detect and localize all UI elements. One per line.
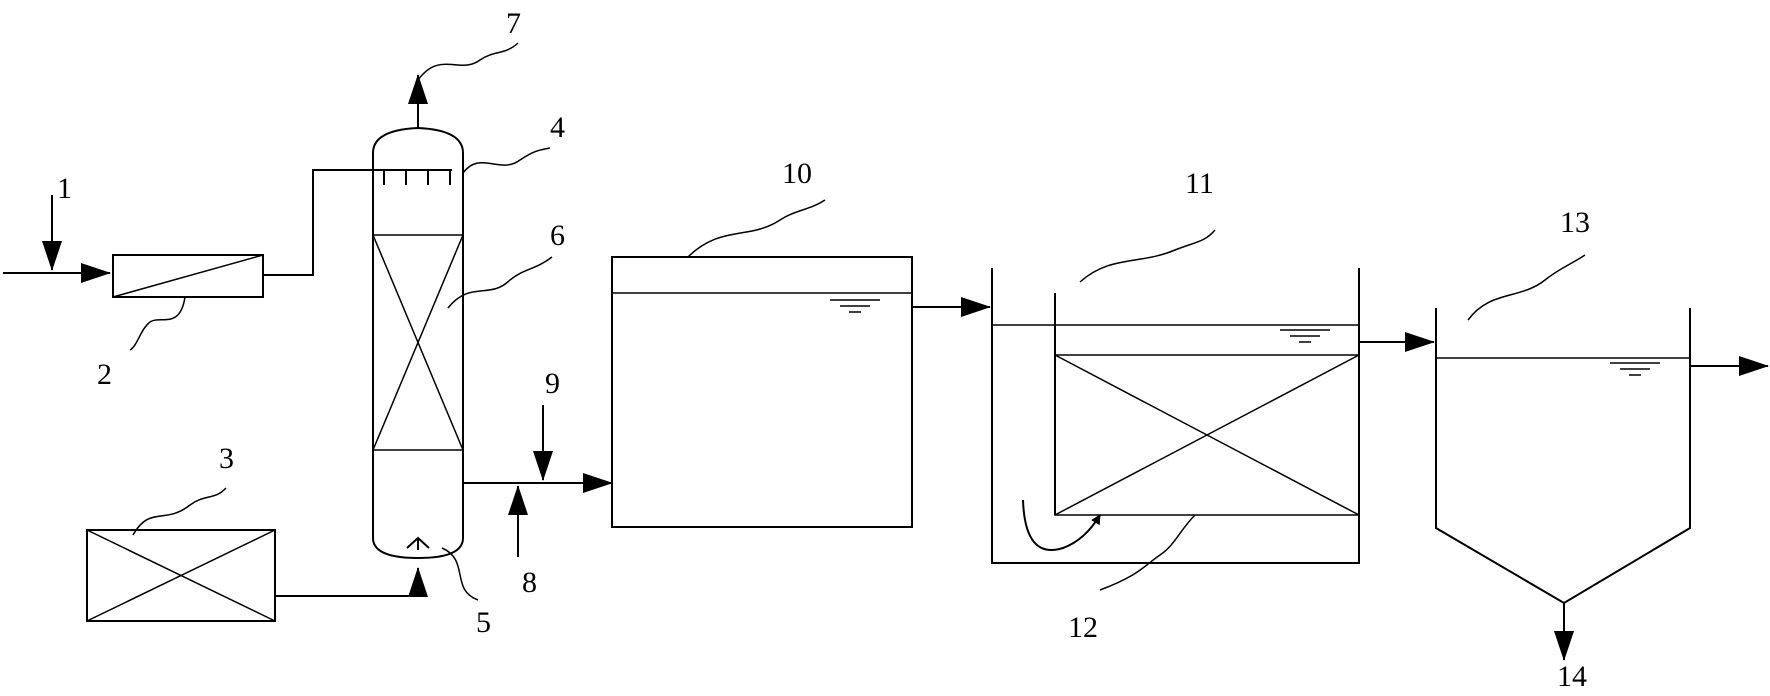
- number-labels: 1 2 3 4 5 6 7 8 9 10 11 12 13 14: [57, 7, 1590, 693]
- column-outlet-line: [463, 405, 613, 557]
- column-reactor-4: [372, 74, 464, 560]
- blower-3: [86, 529, 428, 622]
- label-2: 2: [97, 358, 112, 391]
- label-10: 10: [782, 157, 812, 190]
- label-4: 4: [550, 111, 565, 144]
- label-14: 14: [1557, 660, 1587, 693]
- label-12: 12: [1068, 611, 1098, 644]
- label-13: 13: [1560, 206, 1590, 239]
- label-7: 7: [506, 7, 521, 40]
- label-5: 5: [476, 606, 491, 639]
- label-3: 3: [219, 442, 234, 475]
- inlet-1: [3, 195, 111, 283]
- clarifier-13: [1435, 308, 1769, 661]
- label-9: 9: [545, 367, 560, 400]
- heat-exchanger-2: [112, 169, 452, 298]
- bioreactor-11: [991, 268, 1435, 564]
- tank-10: [611, 256, 991, 528]
- label-8: 8: [522, 566, 537, 599]
- label-1: 1: [57, 172, 72, 205]
- label-6: 6: [550, 219, 565, 252]
- leader-lines: [129, 42, 1586, 601]
- label-11: 11: [1185, 167, 1214, 200]
